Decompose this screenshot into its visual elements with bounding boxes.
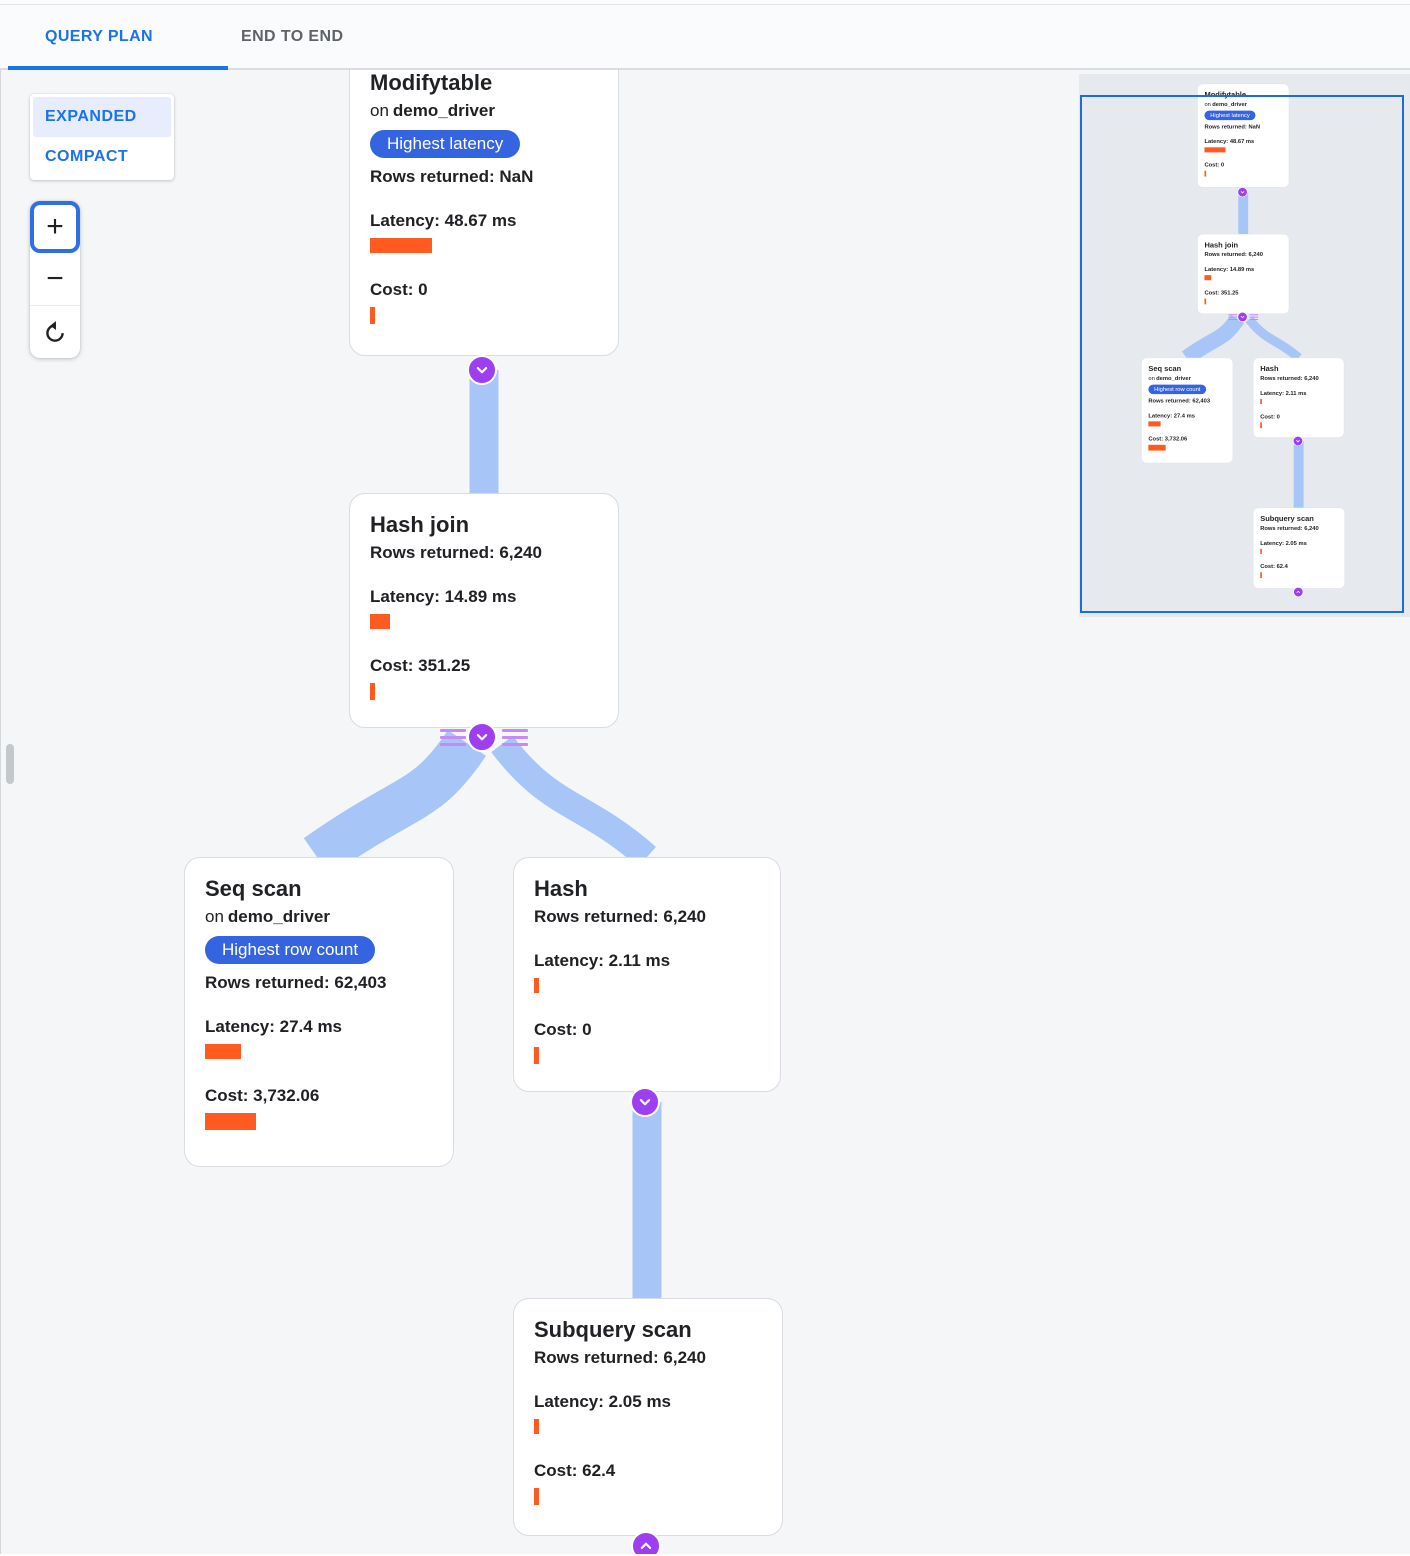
divider — [30, 305, 80, 306]
chevron-down-icon — [639, 1099, 651, 1106]
layout-toggle: EXPANDED COMPACT — [30, 94, 174, 180]
cost-bar — [534, 1488, 539, 1505]
cost: Cost: 3,732.06 — [205, 1086, 320, 1105]
multi-link-lines-right — [502, 729, 528, 746]
highest-row-count-badge: Highest row count — [205, 936, 376, 964]
highest-latency-badge: Highest latency — [370, 130, 521, 158]
collapse-connector-hash-join[interactable] — [467, 722, 497, 752]
latency-bar — [205, 1044, 241, 1059]
vertical-scrollbar-thumb[interactable] — [6, 744, 14, 784]
rows-returned: Rows returned: 6,240 — [534, 1348, 706, 1367]
latency-bar — [370, 614, 390, 629]
latency: Latency: 14.89 ms — [370, 587, 517, 606]
rows-returned: Rows returned: 6,240 — [370, 543, 542, 562]
compact-button[interactable]: COMPACT — [45, 148, 129, 165]
tab-bar: QUERY PLAN END TO END — [0, 5, 1410, 70]
minimap-viewport[interactable] — [1080, 95, 1404, 613]
latency: Latency: 48.67 ms — [370, 211, 517, 230]
latency: Latency: 27.4 ms — [205, 1017, 343, 1036]
reset-icon — [46, 321, 64, 342]
expanded-button[interactable]: EXPANDED — [33, 97, 171, 137]
node-hash-join[interactable]: Hash join Rows returned: 6,240 Latency: … — [349, 493, 619, 728]
cost: Cost: 351.25 — [370, 656, 471, 675]
zoom-controls: + − — [30, 201, 80, 358]
collapse-connector-hash[interactable] — [630, 1087, 660, 1117]
chevron-up-icon — [640, 1542, 652, 1549]
latency-bar — [534, 1419, 539, 1434]
chevron-down-icon — [476, 734, 488, 741]
chevron-down-icon — [476, 367, 488, 374]
plan-links — [303, 370, 662, 1298]
latency-bar — [370, 238, 432, 253]
minimap[interactable]: Modifytable ondemo_driver Highest latenc… — [1079, 74, 1410, 617]
cost-bar — [370, 683, 375, 700]
zoom-out-button[interactable]: − — [30, 253, 80, 305]
active-tab-underline — [8, 66, 228, 70]
reset-zoom-button[interactable] — [30, 306, 80, 358]
tab-end-to-end[interactable]: END TO END — [241, 27, 344, 45]
node-title: Modifytable — [370, 70, 493, 95]
rows-returned: Rows returned: 6,240 — [534, 907, 706, 926]
cost: Cost: 62.4 — [534, 1461, 616, 1480]
cost-bar — [534, 1047, 539, 1064]
node-title: Hash join — [370, 512, 470, 537]
node-title: Subquery scan — [534, 1317, 692, 1342]
latency: Latency: 2.11 ms — [534, 951, 671, 970]
multi-link-lines-left — [440, 729, 466, 746]
collapse-connector-modifytable[interactable] — [467, 355, 497, 385]
latency: Latency: 2.05 ms — [534, 1392, 672, 1411]
node-hash[interactable]: Hash Rows returned: 6,240 Latency: 2.11 … — [513, 857, 781, 1092]
window-top-strip — [0, 0, 1410, 5]
cost: Cost: 0 — [370, 280, 428, 299]
cost-bar — [205, 1113, 256, 1130]
link-hashjoin-seqscan — [303, 729, 487, 876]
node-title: Hash — [534, 876, 588, 901]
latency-bar — [534, 978, 539, 993]
zoom-in-button[interactable]: + — [30, 201, 80, 253]
cost: Cost: 0 — [534, 1020, 592, 1039]
node-subquery-scan[interactable]: Subquery scan Rows returned: 6,240 Laten… — [513, 1298, 783, 1536]
expand-connector-subquery-scan[interactable] — [631, 1531, 661, 1554]
rows-returned: Rows returned: 62,403 — [205, 973, 387, 992]
cost-bar — [370, 307, 375, 324]
node-title: Seq scan — [205, 876, 302, 901]
rows-returned: Rows returned: NaN — [370, 167, 534, 186]
link-hashjoin-hash — [491, 735, 656, 868]
tab-query-plan[interactable]: QUERY PLAN — [45, 27, 154, 45]
